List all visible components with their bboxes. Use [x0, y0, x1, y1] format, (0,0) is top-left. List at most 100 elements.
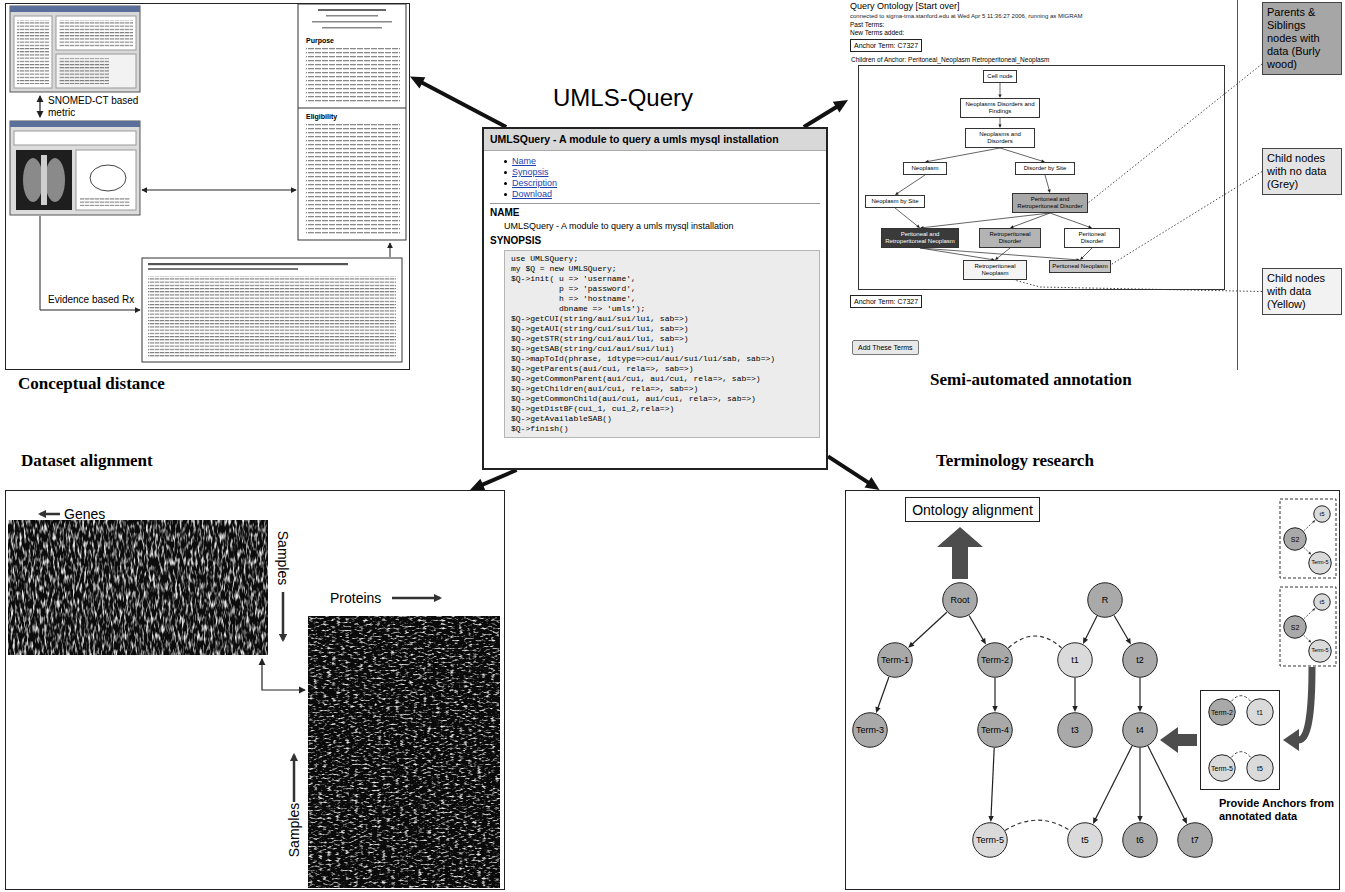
bullet	[504, 182, 507, 185]
arrowhead	[876, 707, 881, 714]
tree-node: Cell node	[983, 70, 1017, 83]
abstract-document	[142, 258, 402, 362]
illustration-polygon	[937, 527, 983, 579]
code-line: $Q->getDistBF(cui_1, cui_2,rela=>)	[511, 404, 813, 414]
label-slot: Anchor Term: C7327	[850, 295, 922, 308]
tree-node: Neoplasms and Disorders	[965, 128, 1035, 148]
illustration-rect	[16, 150, 72, 210]
caption: Dataset alignment	[21, 451, 153, 471]
illustration-line	[40, 513, 60, 516]
ontology-term: Term-5	[972, 822, 1008, 858]
connector-line	[1082, 248, 1092, 258]
guideline-document	[298, 4, 406, 240]
ontology-term: S2	[1283, 615, 1307, 639]
label-slot: Past Terms:	[850, 21, 884, 29]
arrowhead	[1072, 706, 1077, 712]
illustration-rect	[10, 6, 140, 92]
callout-text: Child nodes with no data (Grey)	[1267, 152, 1337, 191]
connector-line	[928, 148, 1000, 162]
connector	[470, 470, 517, 490]
connector	[804, 100, 848, 127]
arrowhead	[1137, 816, 1142, 822]
term-label: t5	[1319, 599, 1324, 605]
illustration-rect	[56, 16, 136, 50]
connector	[1114, 616, 1131, 645]
callout-box: Parents & Siblings nodes with data (Burl…	[1262, 2, 1342, 75]
connector-line	[1231, 696, 1251, 702]
callout-box: Child nodes with no data (Grey)	[1262, 148, 1342, 195]
term-label: Term-5	[1311, 560, 1328, 566]
connector-line	[895, 208, 918, 226]
illustration-rect	[322, 27, 382, 29]
connector	[920, 213, 1050, 229]
connector-line	[1000, 118, 1001, 125]
code-line: $Q->getChildren(aui/cui, rela=>, sab=>)	[511, 384, 813, 394]
process-box: Ontology alignment	[905, 497, 1040, 522]
ontology-term: Term-5	[1208, 754, 1236, 782]
tree-node: Neoplasm by Site	[865, 195, 925, 208]
arrowhead	[908, 642, 914, 648]
section-heading: Purpose	[306, 37, 334, 44]
arrowhead	[992, 706, 997, 712]
connector-line	[420, 82, 506, 127]
arrowhead	[1308, 552, 1311, 555]
double-arrow	[40, 96, 41, 117]
code-line: $Q->getSAB(string/cui/aui/sui/lui)	[511, 344, 813, 354]
illustration-rect	[8, 520, 268, 655]
connector	[1231, 696, 1251, 702]
ontology-term: t6	[1122, 822, 1158, 858]
illustration-polyline	[40, 216, 140, 310]
illustration-rect	[148, 276, 396, 358]
connector	[1137, 678, 1142, 712]
code-block: use UMLSQuery;my $Q = new UMLSQuery;$Q->…	[504, 250, 820, 438]
illustration-rect	[306, 124, 400, 234]
code-line: use UMLSQuery;	[511, 254, 813, 264]
connector	[969, 616, 986, 645]
arrow-label: Evidence based Rx	[48, 294, 134, 306]
label-slot: Evidence based Rx	[48, 294, 134, 306]
circle-shape	[1247, 699, 1274, 726]
illustration-rect	[308, 616, 500, 888]
axis-label: Samples	[275, 531, 291, 585]
connector-line	[1304, 635, 1310, 641]
code-line: $Q->getCommonChild(aui/cui, aui/cui, rel…	[511, 394, 813, 404]
node-text: Ontology alignment	[912, 502, 1033, 518]
ontology-term: S2	[1283, 527, 1307, 551]
node-text: Neoplasm	[906, 165, 944, 172]
illustration-rect	[306, 48, 400, 102]
illustration-rect	[1280, 499, 1336, 578]
code-line: $Q->finish()	[511, 424, 813, 434]
arrowhead	[1182, 817, 1187, 824]
term-label: Root	[950, 596, 969, 605]
connector	[925, 148, 1000, 163]
circle-shape	[1309, 640, 1332, 663]
circle-shape	[1123, 823, 1158, 858]
section-panel: Conceptual distance	[5, 3, 410, 370]
circle-shape	[1309, 552, 1332, 575]
arrowhead	[470, 479, 485, 491]
ontology-term: Term-4	[977, 712, 1013, 748]
circle-shape	[1314, 594, 1331, 611]
graph-frame: Children of Anchor: Peritoneal_Neoplasm …	[858, 65, 1225, 290]
illustration-rect	[1280, 587, 1336, 666]
illustration-rect	[142, 258, 402, 362]
connector	[1088, 64, 1262, 203]
illustration-polygon	[1283, 729, 1299, 751]
circle-shape	[1209, 755, 1236, 782]
circle-shape	[1314, 506, 1331, 523]
link: Name	[512, 156, 536, 167]
connector-line	[1050, 213, 1089, 227]
circle-shape	[1058, 643, 1093, 678]
list-item: Description	[504, 178, 820, 189]
caption: Provide Anchors from annotated data	[1219, 797, 1337, 823]
tree-node: Peritoneal Disorder	[1064, 228, 1120, 248]
connector-line	[1074, 678, 1075, 707]
ontology-term: Term-2	[1208, 698, 1236, 726]
label-slot: SNOMED-CT based metric	[48, 95, 140, 119]
label-slot: Query Ontology [Start over]	[850, 1, 960, 12]
circle-shape	[943, 583, 978, 618]
label-slot: Genes	[64, 506, 105, 522]
bullet	[504, 171, 507, 174]
node-text: Cell node	[986, 73, 1014, 80]
illustration-rect	[10, 121, 140, 215]
